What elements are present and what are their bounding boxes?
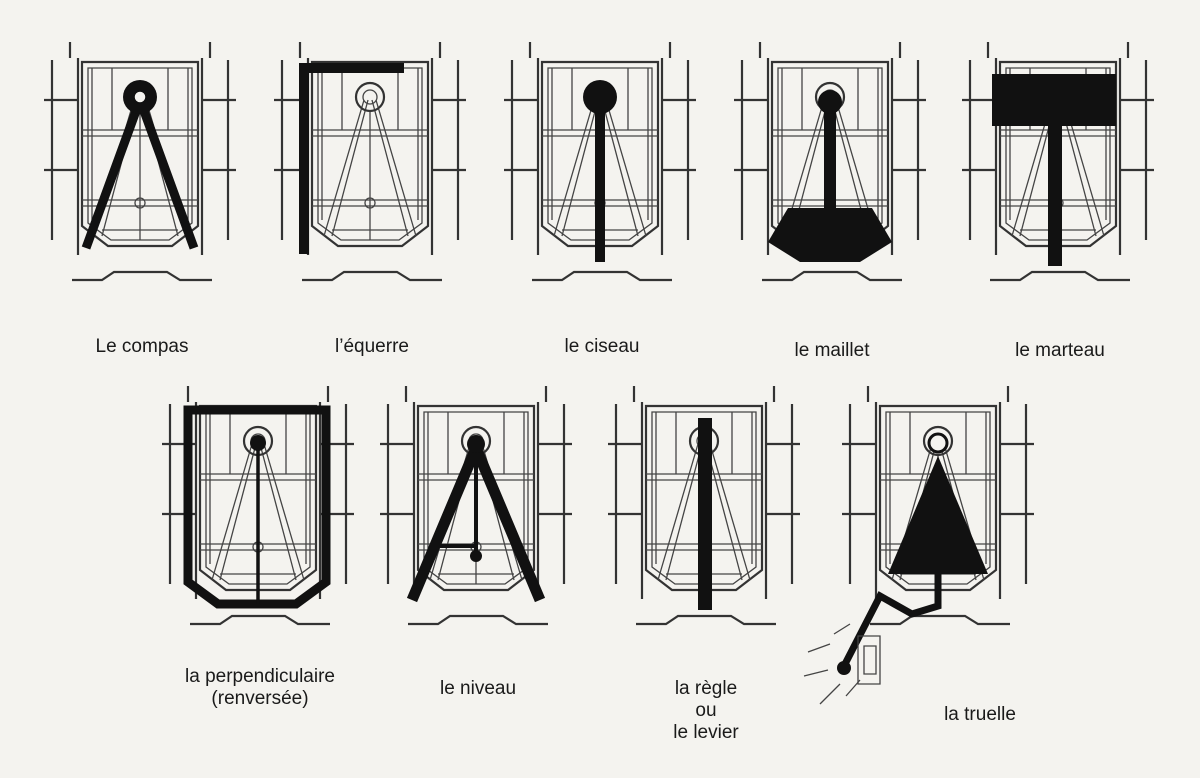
figure-regle	[606, 384, 806, 634]
caption-marteau: le marteau	[1015, 340, 1105, 361]
caption-equerre: l’équerre	[335, 336, 409, 357]
figure-maillet	[732, 40, 932, 310]
caption-niveau: le niveau	[439, 678, 517, 699]
figure-compas	[42, 40, 242, 310]
figure-marteau	[960, 40, 1160, 310]
caption-maillet: le maillet	[794, 340, 870, 361]
caption-truelle: la truelle	[944, 704, 1016, 725]
figure-truelle	[800, 384, 1060, 714]
figure-equerre	[272, 40, 472, 310]
caption-perpendiculaire: la perpendiculaire (renversée)	[185, 666, 335, 709]
caption-compas: Le compas	[95, 336, 189, 357]
caption-ciseau: le ciseau	[564, 336, 640, 357]
figure-niveau	[378, 384, 578, 634]
figure-perpendiculaire	[160, 384, 360, 634]
caption-regle: la règle ou le levier	[673, 678, 739, 743]
figure-ciseau	[502, 40, 702, 310]
